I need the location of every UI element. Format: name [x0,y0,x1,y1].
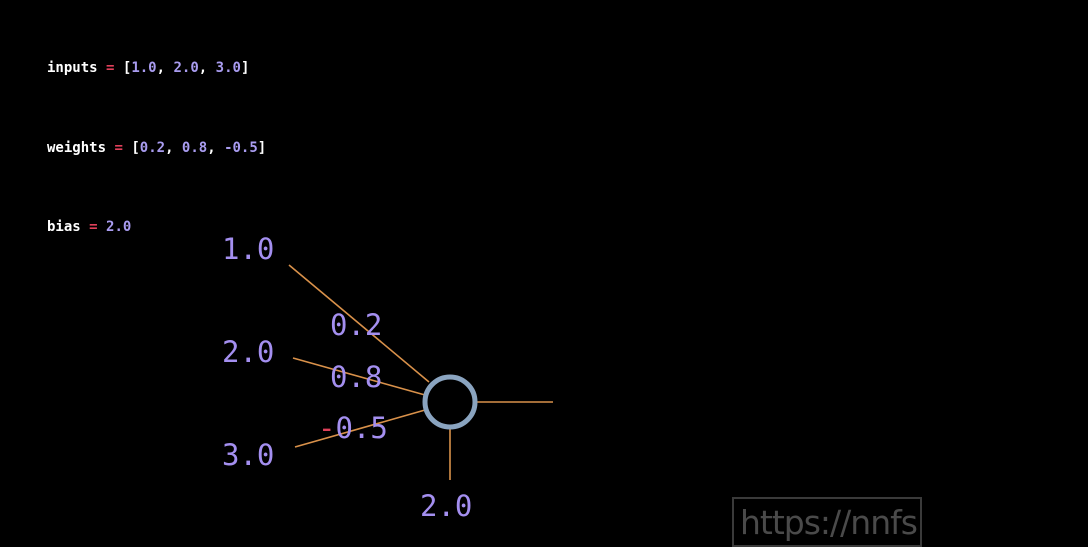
code-snippet: inputs = [1.0, 2.0, 3.0] weights = [0.2,… [47,2,266,267]
weight-label-2: 0.8 [330,360,382,394]
code-comma: , [207,139,225,156]
weight-label-3-sign: - [318,411,335,445]
bias-value: 2.0 [420,489,472,523]
code-comma: , [156,60,174,76]
code-line-inputs: inputs = [1.0, 2.0, 3.0] [47,55,266,82]
code-weights-value: 0.8 [181,139,208,156]
code-bracket-close: ] [240,60,250,76]
code-bracket-open: [ [122,60,132,76]
code-weights-value: -0.5 [224,139,258,156]
edge-input-2 [292,357,426,396]
edge-input-3 [294,409,426,448]
code-bracket-open: [ [131,139,140,156]
code-assign-op: = [89,219,98,235]
watermark-text: https://nnfs.io [740,503,920,542]
input-value-3: 3.0 [222,438,274,472]
code-var-weights: weights [47,139,107,156]
code-comma: , [198,60,216,76]
code-var-inputs: inputs [47,60,98,76]
input-value-1: 1.0 [222,232,274,266]
code-comma: , [165,139,182,156]
code-bias-value: 2.0 [106,219,132,235]
code-bracket-close: ] [257,139,267,156]
code-assign-op: = [106,60,115,76]
weight-label-3: -0.5 [318,411,388,445]
neuron-node [422,374,478,430]
code-inputs-value: 2.0 [173,60,199,76]
code-assign-op: = [114,139,123,156]
code-inputs-value: 1.0 [131,60,157,76]
weight-label-3-value: 0.5 [335,411,387,445]
code-inputs-value: 3.0 [215,60,241,76]
input-value-2: 2.0 [222,335,274,369]
code-line-bias: bias = 2.0 [47,214,266,241]
weight-label-1: 0.2 [330,308,382,342]
code-line-weights: weights = [0.2, 0.8, -0.5] [47,135,266,162]
edge-input-1 [288,264,430,383]
code-weights-value: 0.2 [139,139,166,156]
code-var-bias: bias [47,219,81,235]
